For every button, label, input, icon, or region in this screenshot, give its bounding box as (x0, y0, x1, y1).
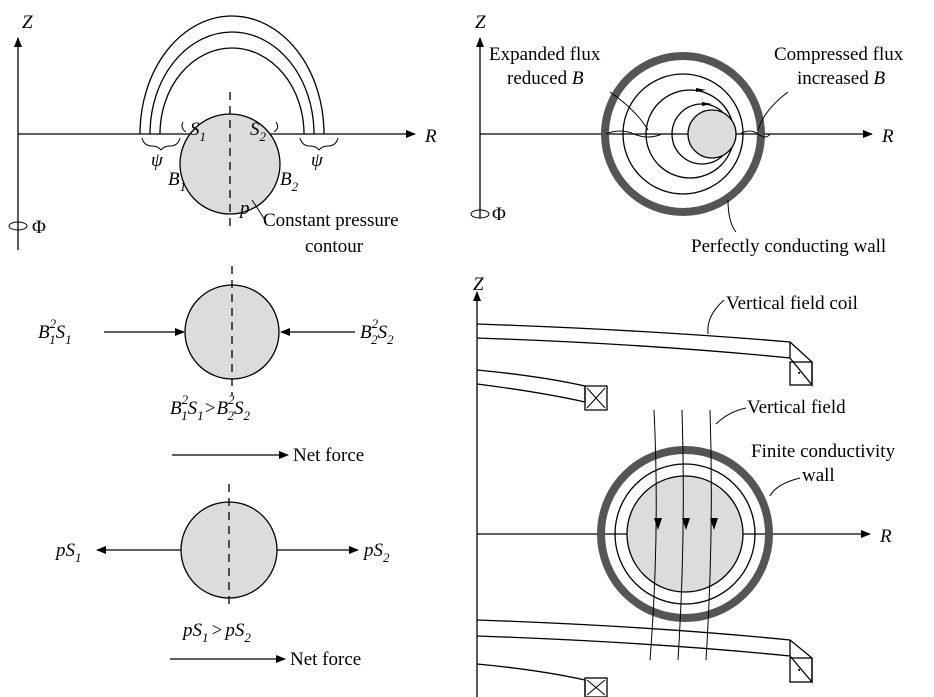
r-label: R (879, 526, 892, 547)
wall-label: Perfectly conducting wall (691, 236, 886, 257)
panel-b-conducting-wall: Z R Φ Expanded flux reduced B Compressed… (470, 12, 904, 257)
s1-leader (181, 121, 187, 133)
b2-label: B2 (280, 169, 299, 194)
flux-surface (614, 463, 756, 605)
cross-icon (586, 679, 606, 696)
psi-right-label: ψ (311, 150, 324, 171)
flux-direction-arrow (702, 102, 712, 106)
panel-e-vertical-field: · · Z R Vertical field coil Ve (473, 274, 896, 697)
psi-left-label: ψ (151, 150, 164, 171)
force-inequality: pS1>pS2 (181, 620, 251, 645)
increased-b-label: increased B (797, 68, 885, 89)
field-direction-arrow (710, 518, 718, 530)
z-label: Z (22, 12, 33, 33)
phi-label: Φ (492, 204, 506, 225)
r-label: R (424, 126, 437, 147)
vertical-field-line (705, 409, 712, 661)
phi-rotation-icon (8, 221, 28, 231)
contour-label-line1: Constant pressure (263, 210, 399, 231)
p-leader (251, 199, 267, 223)
contour-label-line2: contour (305, 236, 364, 257)
lower-inner-coil (476, 663, 586, 696)
phi-label: Φ (32, 217, 46, 238)
wall-leader (727, 199, 737, 233)
b1-label: B1 (168, 169, 186, 194)
coil-label: Vertical field coil (726, 293, 858, 314)
net-force-label: Net force (293, 445, 364, 466)
vertical-field-line (677, 409, 684, 661)
s2-label: S2 (250, 119, 267, 144)
cross-icon (586, 387, 606, 409)
compressed-flux-leader (757, 91, 789, 131)
field-direction-arrow (682, 518, 690, 530)
lower-vertical-field-coil (476, 619, 791, 657)
upper-vertical-field-coil (476, 323, 791, 359)
reduced-b-label: reduced B (507, 68, 584, 89)
psi-brace-left (141, 137, 181, 151)
s2-leader (273, 121, 279, 133)
panel-a-flux-loops: Z R Φ S1 S2 ψ ψ B1 B2 p Constant pressur… (8, 12, 437, 257)
flux-wiggle-right (739, 130, 771, 138)
field-leader (715, 407, 747, 425)
lower-inner-coil-cross-section (584, 677, 608, 697)
wall-label-line1: Finite conductivity (751, 441, 896, 462)
flux-arc-outer (139, 15, 325, 135)
s1-label: S1 (190, 119, 206, 144)
lower-coil-dot: · (796, 660, 802, 681)
expanded-flux-label: Expanded flux (489, 44, 601, 65)
flux-direction-arrow (696, 88, 706, 92)
finite-conductivity-wall (597, 446, 773, 622)
panel-d-kinetic-pressure-force: pS1 pS2 pS1>pS2 Net force (54, 484, 390, 670)
z-label: Z (475, 12, 486, 33)
wall-leader (769, 477, 801, 497)
psi-brace-right (299, 137, 339, 151)
flux-arc-inner (159, 47, 305, 135)
z-label: Z (473, 274, 484, 295)
compressed-flux-label: Compressed flux (774, 44, 904, 65)
field-direction-arrow (654, 518, 662, 530)
plasma-cross-section (626, 475, 744, 593)
field-label: Vertical field (747, 397, 846, 418)
p-label: p (238, 198, 250, 219)
flux-arc-middle (149, 31, 315, 135)
upper-inner-coil (476, 369, 586, 403)
flux-surface-outer (622, 73, 744, 195)
expanded-flux-leader (609, 91, 649, 131)
lower-coil-cross-section (789, 657, 813, 683)
plasma-cross-section (687, 109, 737, 159)
perfectly-conducting-wall (601, 52, 765, 216)
upper-inner-coil-cross-section (584, 385, 608, 411)
wall-label-line2: wall (802, 465, 835, 486)
left-force-label: pS1 (54, 540, 82, 565)
coil-leader (707, 299, 725, 335)
right-force-label: pS2 (362, 540, 390, 565)
upper-coil-dot: · (796, 363, 802, 384)
r-label: R (881, 126, 894, 147)
phi-rotation-icon (470, 209, 490, 219)
upper-coil-cross-section (789, 361, 813, 386)
net-force-label: Net force (290, 649, 361, 670)
flux-wiggle-left (605, 130, 663, 138)
